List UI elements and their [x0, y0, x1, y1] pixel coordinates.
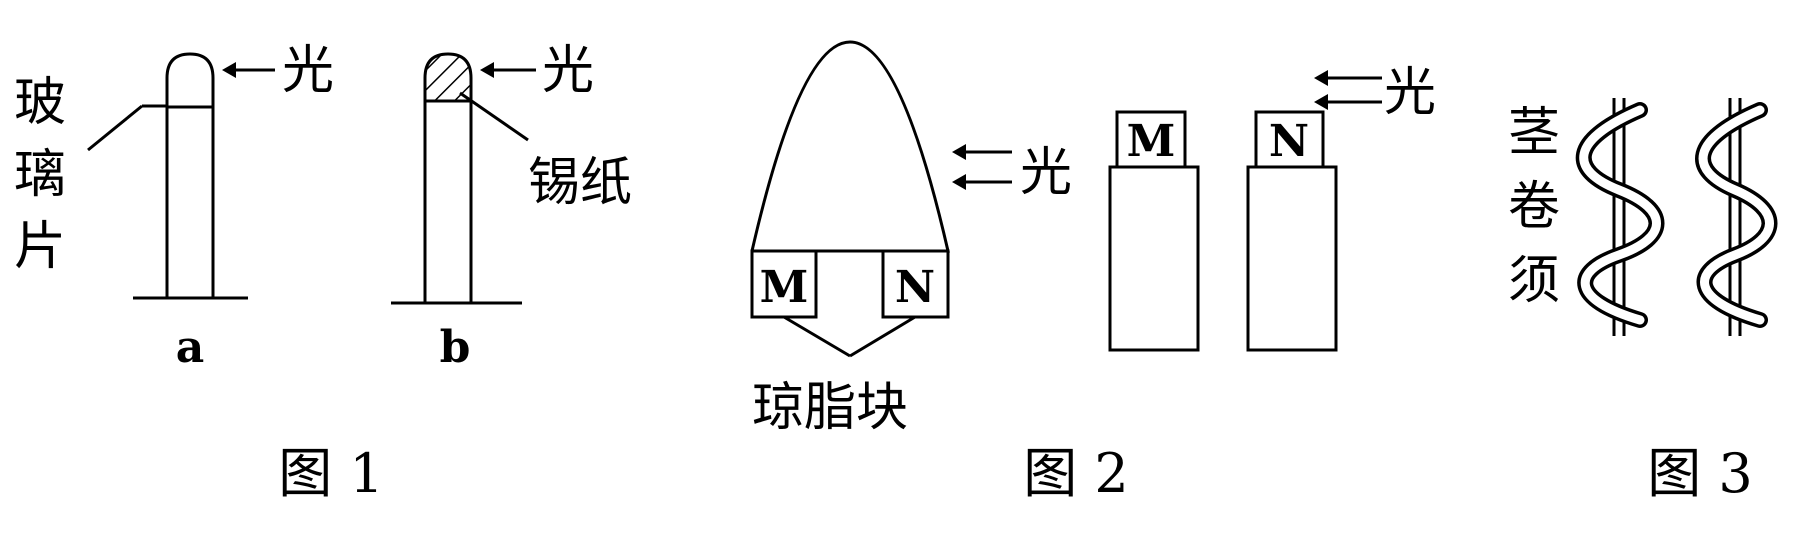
coleoptile-a-body [165, 52, 215, 298]
coleoptile-a: 光 玻 璃 片 a [14, 41, 334, 373]
tendril-2-coil [1698, 105, 1774, 325]
tinfoil-pointer-line [459, 91, 529, 142]
agar-pointer-left [783, 315, 851, 358]
light-label-b: 光 [542, 41, 594, 101]
tinfoil-label: 锡纸 [528, 153, 632, 213]
coleoptile-b: 光 锡纸 b [391, 41, 632, 373]
tip-on-agar: M N 琼脂块 光 [750, 40, 1072, 438]
agar-label: 琼脂块 [752, 378, 908, 438]
block-m-right-label: M [1127, 116, 1176, 167]
glass-label-char-1: 玻 [14, 73, 66, 133]
label-a: a [176, 322, 205, 373]
coleoptile-b-body [423, 52, 473, 303]
tinfoil-cap [425, 54, 471, 101]
agar-block-n-left [881, 249, 950, 319]
caption-figure-2: 图 2 [1023, 442, 1129, 505]
figure-2: M N 琼脂块 光 M N [750, 40, 1436, 505]
figure-1: 光 玻 璃 片 a 光 锡纸 b 图 1 [14, 41, 632, 505]
light-arrow-b [480, 62, 536, 78]
light-label-right: 光 [1384, 63, 1436, 123]
glass-label-char-2: 璃 [14, 145, 66, 205]
tendril-2 [1695, 98, 1778, 336]
label-b: b [440, 322, 471, 373]
tendril-label-char-2: 卷 [1508, 177, 1560, 237]
light-label-a: 光 [282, 41, 334, 101]
light-label-left: 光 [1020, 143, 1072, 203]
agar-pointer-right [849, 315, 916, 358]
glass-label-char-3: 片 [14, 217, 66, 277]
stump-left [1108, 165, 1200, 352]
block-m-left-label: M [760, 262, 809, 313]
block-n-right-label: N [1269, 116, 1309, 167]
decapitated-coleoptiles: M N 光 [1108, 63, 1436, 352]
light-arrow-a [222, 62, 275, 78]
caption-figure-3: 图 3 [1647, 442, 1753, 505]
caption-figure-1: 图 1 [278, 442, 384, 505]
light-arrows-right [1314, 70, 1382, 110]
coleoptile-tip [750, 40, 950, 253]
tendril-label-char-3: 须 [1508, 251, 1560, 311]
figure-3: 茎 卷 须 图 3 [1508, 98, 1778, 505]
stump-right [1246, 165, 1338, 352]
tendril-1 [1575, 98, 1665, 336]
tendril-1-coil [1579, 105, 1661, 325]
block-n-left-label: N [895, 262, 935, 313]
tendril-label-char-1: 茎 [1508, 103, 1560, 163]
light-arrows-left [952, 144, 1012, 190]
glass-pointer-line [87, 104, 143, 152]
